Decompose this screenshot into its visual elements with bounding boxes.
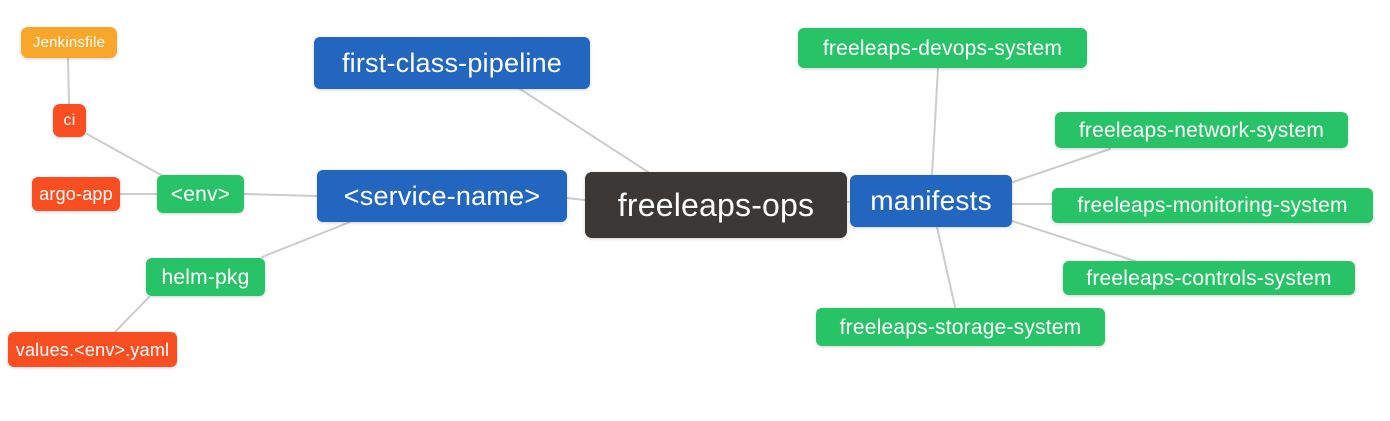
node-freeleaps-ops[interactable]: freeleaps-ops [585, 172, 847, 238]
edge-service-name-freeleaps-ops [566, 197, 586, 201]
node-service-name[interactable]: <service-name> [317, 170, 567, 222]
node-jenkinsfile[interactable]: Jenkinsfile [21, 27, 117, 58]
node-freeleaps-network-system[interactable]: freeleaps-network-system [1055, 112, 1348, 148]
edge-manifests-devops [931, 67, 939, 176]
node-freeleaps-devops-system[interactable]: freeleaps-devops-system [798, 28, 1087, 68]
node-env[interactable]: <env> [157, 175, 244, 213]
node-freeleaps-monitoring-system[interactable]: freeleaps-monitoring-system [1052, 188, 1373, 223]
node-helm-pkg[interactable]: helm-pkg [146, 258, 265, 296]
edge-manifests-network [1012, 148, 1111, 183]
node-ci[interactable]: ci [53, 104, 86, 137]
edge-jenkinsfile-ci [67, 57, 70, 105]
edge-helm-pkg-service-name [261, 221, 351, 258]
node-freeleaps-controls-system[interactable]: freeleaps-controls-system [1063, 261, 1355, 295]
edge-env-service-name [243, 193, 318, 197]
edge-ci-env [86, 133, 162, 176]
edge-values-helm-pkg [114, 296, 150, 333]
node-values-env-yaml[interactable]: values.<env>.yaml [8, 332, 177, 367]
edge-manifests-storage [936, 226, 956, 308]
node-argo-app[interactable]: argo-app [32, 177, 120, 211]
node-freeleaps-storage-system[interactable]: freeleaps-storage-system [816, 308, 1105, 346]
node-first-class-pipeline[interactable]: first-class-pipeline [314, 37, 590, 89]
node-manifests[interactable]: manifests [850, 175, 1012, 227]
edge-manifests-controls [1011, 220, 1136, 262]
edge-pipeline-freeleaps-ops [519, 88, 649, 173]
